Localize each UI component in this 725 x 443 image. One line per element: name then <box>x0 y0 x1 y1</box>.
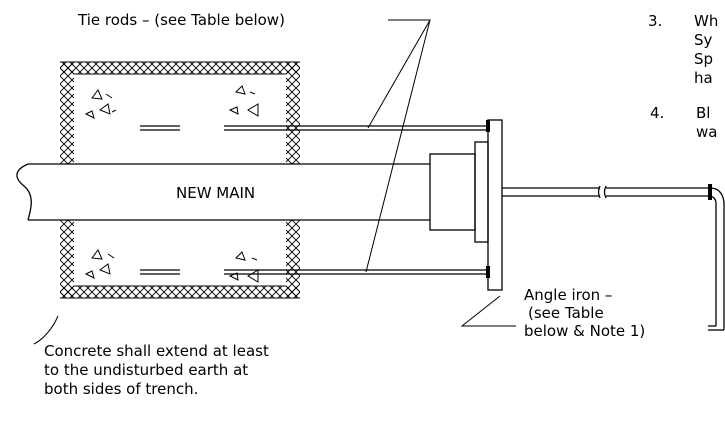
concrete-block-lower <box>60 220 300 299</box>
angle-iron-label-line-2: (see Table <box>528 304 604 322</box>
note-4: 4. Bl wa <box>650 104 717 141</box>
note-4-line-2: wa <box>696 123 717 141</box>
note-4-number: 4. <box>650 104 664 122</box>
angle-iron-plate <box>486 119 503 291</box>
note-3: 3. Wh Sy Sp ha <box>648 12 718 87</box>
angle-iron-label-line-1: Angle iron – <box>524 286 612 304</box>
new-main-label: NEW MAIN <box>176 184 255 202</box>
aggregate-marks <box>84 85 259 283</box>
tie-rods-label: Tie rods – (see Table below) <box>77 11 285 29</box>
pipe-extension <box>502 184 725 331</box>
note-3-number: 3. <box>648 12 662 30</box>
tie-rods <box>224 125 488 275</box>
concrete-note-line-3: both sides of trench. <box>44 380 198 398</box>
leader-lines <box>33 19 516 345</box>
concrete-block-upper <box>60 61 300 164</box>
angle-iron-label: Angle iron – (see Table below & Note 1) <box>524 286 645 340</box>
pipe-fitting <box>429 141 489 243</box>
note-4-line-1: Bl <box>696 104 710 122</box>
note-3-line-4: ha <box>694 69 713 87</box>
new-main-pipe <box>16 163 430 221</box>
concrete-note: Concrete shall extend at least to the un… <box>44 342 269 398</box>
note-3-line-2: Sy <box>694 31 713 49</box>
rod-dashes <box>140 125 180 275</box>
concrete-note-line-2: to the undisturbed earth at <box>44 361 248 379</box>
note-3-line-3: Sp <box>694 50 713 68</box>
note-3-line-1: Wh <box>694 12 718 30</box>
angle-iron-label-line-3: below & Note 1) <box>524 322 645 340</box>
concrete-note-line-1: Concrete shall extend at least <box>44 342 269 360</box>
